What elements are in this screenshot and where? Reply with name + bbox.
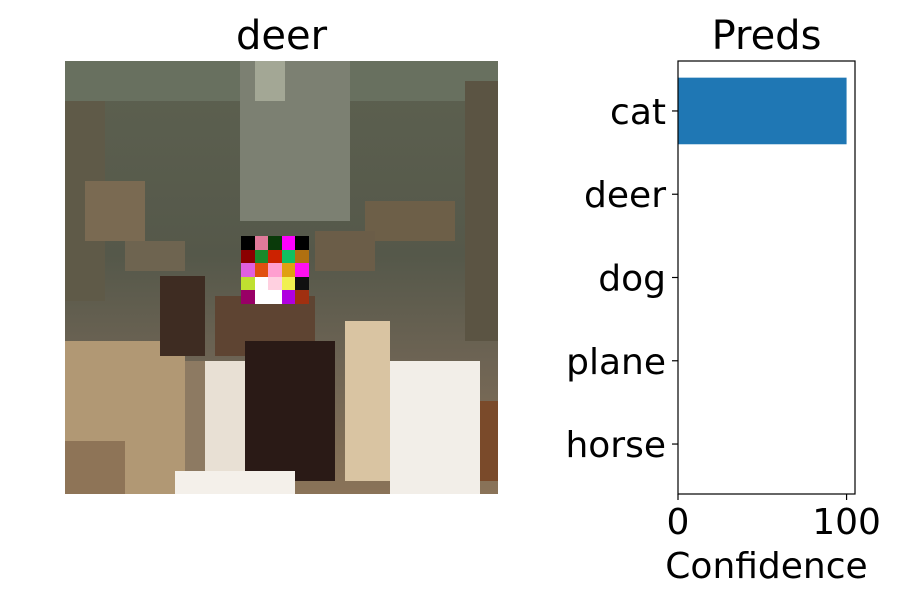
patch-cell bbox=[241, 290, 255, 304]
bars-layer bbox=[678, 77, 847, 145]
image-title: deer bbox=[235, 13, 328, 59]
patch-cell bbox=[241, 276, 255, 291]
x-tick-label: 100 bbox=[812, 502, 881, 543]
patch-cell bbox=[281, 276, 296, 291]
patch-cell bbox=[254, 263, 269, 277]
patch-cell bbox=[295, 276, 309, 291]
patch-cell bbox=[268, 276, 282, 291]
patch-cell bbox=[254, 290, 269, 304]
patch-cell bbox=[254, 276, 269, 291]
y-tick-label-deer: deer bbox=[584, 175, 666, 216]
patch-cell bbox=[295, 263, 309, 277]
patch-cell bbox=[281, 290, 296, 304]
x-tick-label: 0 bbox=[667, 502, 690, 543]
patch-cell bbox=[268, 236, 282, 250]
x-axis-label: Confidence bbox=[665, 546, 867, 587]
patch-cell bbox=[281, 236, 296, 250]
patch-cell bbox=[241, 236, 255, 250]
patch-cell bbox=[268, 263, 282, 277]
patch-cell bbox=[295, 249, 309, 264]
x-ticks: 0 100 bbox=[667, 494, 881, 543]
patch-cell bbox=[281, 263, 296, 277]
y-tick-label-dog: dog bbox=[598, 259, 666, 300]
patch-cell bbox=[254, 236, 269, 250]
patch-cell bbox=[241, 263, 255, 277]
y-tick-label-cat: cat bbox=[610, 92, 666, 133]
patch-cell bbox=[281, 249, 296, 264]
patch-cell bbox=[268, 249, 282, 264]
patch-cell bbox=[241, 249, 255, 264]
y-tick-label-plane: plane bbox=[566, 342, 666, 383]
y-ticks: cat deer dog plane horse bbox=[565, 92, 678, 466]
bar-cat bbox=[678, 77, 847, 145]
y-tick-label-horse: horse bbox=[565, 425, 666, 466]
patch-cell bbox=[295, 236, 309, 250]
deer-image bbox=[65, 61, 498, 494]
input-image bbox=[65, 61, 498, 494]
patch-cell bbox=[254, 249, 269, 264]
chart-title: Preds bbox=[711, 13, 822, 59]
patch-cell bbox=[295, 290, 309, 304]
patch-cell bbox=[268, 290, 282, 304]
trigger-patch bbox=[241, 236, 309, 304]
